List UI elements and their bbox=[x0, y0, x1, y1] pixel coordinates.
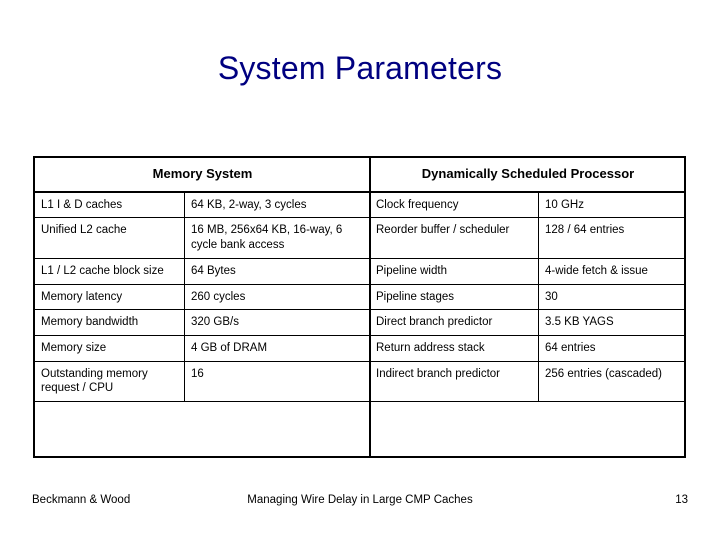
table-header-row: Memory System Dynamically Scheduled Proc… bbox=[34, 156, 686, 193]
table-row: Memory size 4 GB of DRAM Return address … bbox=[34, 334, 686, 362]
row-value-left: 64 Bytes bbox=[184, 257, 370, 285]
row-label-right: Clock frequency bbox=[369, 191, 539, 219]
slide-footer: Beckmann & Wood Managing Wire Delay in L… bbox=[0, 494, 720, 514]
row-value-right: 64 entries bbox=[538, 334, 686, 362]
row-label-right: Pipeline width bbox=[369, 257, 539, 285]
row-label-right: Pipeline stages bbox=[369, 283, 539, 311]
row-label-right: Indirect branch predictor bbox=[369, 360, 539, 403]
row-label-right: Reorder buffer / scheduler bbox=[369, 217, 539, 259]
row-value-right: 128 / 64 entries bbox=[538, 217, 686, 259]
row-value-left: 16 bbox=[184, 360, 370, 403]
footer-page-number: 13 bbox=[675, 494, 688, 506]
row-label-left: L1 I & D caches bbox=[34, 191, 185, 219]
system-parameters-table: Memory System Dynamically Scheduled Proc… bbox=[34, 156, 686, 403]
row-value-left: 4 GB of DRAM bbox=[184, 334, 370, 362]
table-row: Memory bandwidth 320 GB/s Direct branch … bbox=[34, 309, 686, 336]
page-title: System Parameters bbox=[217, 50, 503, 86]
row-value-left: 16 MB, 256x64 KB, 16-way, 6 cycle bank a… bbox=[184, 217, 370, 259]
table-row: L1 I & D caches 64 KB, 2-way, 3 cycles C… bbox=[34, 191, 686, 219]
row-value-right: 10 GHz bbox=[538, 191, 686, 219]
row-value-left: 260 cycles bbox=[184, 283, 370, 311]
table-body: Memory System Dynamically Scheduled Proc… bbox=[34, 156, 686, 403]
footer-authors: Beckmann & Wood bbox=[32, 494, 131, 506]
row-value-right: 4-wide fetch & issue bbox=[538, 257, 686, 285]
row-label-right: Return address stack bbox=[369, 334, 539, 362]
footer-paper-title: Managing Wire Delay in Large CMP Caches bbox=[247, 494, 473, 506]
table-row: Unified L2 cache 16 MB, 256x64 KB, 16-wa… bbox=[34, 217, 686, 259]
row-value-left: 320 GB/s bbox=[184, 309, 370, 336]
table-row: L1 / L2 cache block size 64 Bytes Pipeli… bbox=[34, 257, 686, 285]
row-value-left: 64 KB, 2-way, 3 cycles bbox=[184, 191, 370, 219]
column-header-dynamically-scheduled-processor: Dynamically Scheduled Processor bbox=[369, 156, 686, 193]
row-value-right: 30 bbox=[538, 283, 686, 311]
row-value-right: 3.5 KB YAGS bbox=[538, 309, 686, 336]
row-label-left: Memory bandwidth bbox=[34, 309, 185, 336]
column-header-memory-system: Memory System bbox=[34, 156, 370, 193]
row-value-right: 256 entries (cascaded) bbox=[538, 360, 686, 403]
row-label-left: Outstanding memory request / CPU bbox=[34, 360, 185, 403]
row-label-left: Unified L2 cache bbox=[34, 217, 185, 259]
row-label-left: Memory size bbox=[34, 334, 185, 362]
row-label-left: Memory latency bbox=[34, 283, 185, 311]
row-label-left: L1 / L2 cache block size bbox=[34, 257, 185, 285]
table-row: Outstanding memory request / CPU 16 Indi… bbox=[34, 360, 686, 403]
table-row: Memory latency 260 cycles Pipeline stage… bbox=[34, 283, 686, 311]
row-label-right: Direct branch predictor bbox=[369, 309, 539, 336]
